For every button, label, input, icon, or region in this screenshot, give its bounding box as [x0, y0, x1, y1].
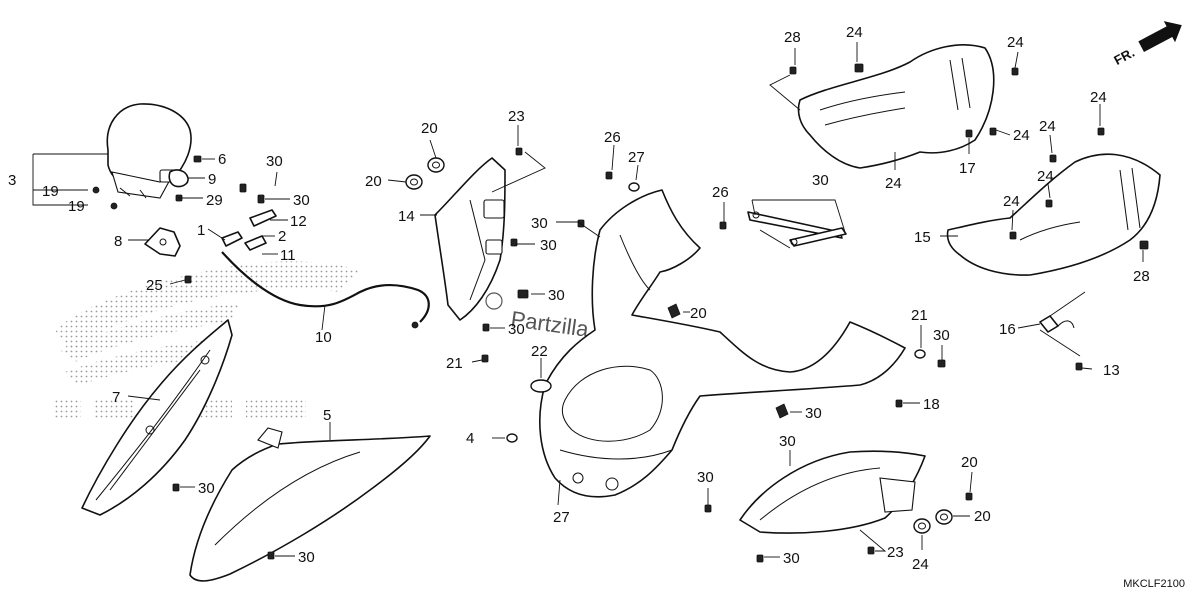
- callout-16: 16: [999, 321, 1016, 338]
- callout-30: 30: [783, 550, 800, 567]
- callout-9: 9: [208, 171, 216, 188]
- grommet-pair-lower-right: [913, 509, 953, 534]
- callout-30: 30: [198, 480, 215, 497]
- callout-28: 24: [846, 24, 863, 41]
- callout-25: 25: [146, 277, 163, 294]
- callout-22: 4: [466, 430, 474, 447]
- callout-29: 29: [206, 192, 223, 209]
- grommet-pair-upper-left: [405, 147, 523, 190]
- diagram-code: MKCLF2100: [1123, 578, 1185, 590]
- right-fasteners-26-21: [914, 349, 946, 368]
- direction-label: FR.: [1111, 45, 1137, 68]
- callout-19: 19: [68, 198, 85, 215]
- callout-26: 27: [628, 149, 645, 166]
- callout-6: 6: [218, 151, 226, 168]
- callout-30: 26: [712, 184, 729, 201]
- callout-20: 20: [421, 120, 438, 137]
- callout-1: 1: [197, 222, 205, 239]
- callout-24: 17: [959, 160, 976, 177]
- callout-30: 30: [548, 287, 565, 304]
- callout-30: 13: [1103, 362, 1120, 379]
- callout-30: 23: [887, 544, 904, 561]
- callout-5: 5: [323, 407, 331, 424]
- callout-24: 24: [1013, 127, 1030, 144]
- callout-18: 30: [812, 172, 829, 189]
- part-bracket-8: [144, 227, 192, 284]
- callout-24: 28: [784, 29, 801, 46]
- copyright-icon: [485, 292, 503, 310]
- callout-labels: 3 19 19 6 9 29 8 25 1 2 11 12 30 30 10 7…: [8, 24, 1150, 573]
- callout-24: 24: [1007, 34, 1024, 51]
- callout-20: 20: [365, 173, 382, 190]
- part-latch-set: [221, 183, 277, 251]
- callout-30: 30: [293, 192, 310, 209]
- callout-23: 23: [508, 108, 525, 125]
- part-right-lower-cover: [704, 450, 973, 563]
- callout-21: 26: [604, 129, 621, 146]
- callout-2: 2: [278, 228, 286, 245]
- part-stay-bar: [719, 211, 847, 247]
- callout-19: 19: [42, 183, 59, 200]
- callout-30: 30: [508, 321, 525, 338]
- part-small-fasteners-top-left: [92, 155, 202, 210]
- callout-30: 30: [697, 469, 714, 486]
- callout-8: 8: [114, 233, 122, 250]
- callout-11: 11: [280, 247, 296, 264]
- callout-27: 20: [690, 305, 707, 322]
- front-direction-indicator: FR.: [1111, 21, 1182, 68]
- callout-20: 20: [974, 508, 991, 525]
- part-lower-inner-fairing: [946, 127, 1161, 276]
- brand-watermark: [55, 261, 360, 420]
- callout-30: 21: [446, 355, 463, 372]
- callout-30: 30: [298, 549, 315, 566]
- part-lower-side-cover: [189, 427, 431, 582]
- callout-12: 12: [290, 213, 307, 230]
- callout-30: 30: [266, 153, 283, 170]
- leader-lines: [32, 42, 1144, 558]
- part-front-inner-cover: [539, 189, 906, 498]
- callout-30: 30: [531, 215, 548, 232]
- callout-20: 22: [531, 343, 548, 360]
- callout-28: 28: [1133, 268, 1150, 285]
- part-left-inner-cover: [434, 157, 506, 321]
- callout-24: 24: [1037, 168, 1054, 185]
- callout-24: 24: [1003, 193, 1020, 210]
- callout-30: 30: [540, 237, 557, 254]
- callout-24: 24: [1039, 118, 1056, 135]
- callout-13: 30: [779, 433, 796, 450]
- callout-7: 7: [112, 389, 120, 406]
- callout-23: 20: [961, 454, 978, 471]
- callout-30: 18: [923, 396, 940, 413]
- callout-17: 24: [885, 175, 902, 192]
- callout-14: 14: [398, 208, 415, 225]
- center-fasteners: [481, 171, 903, 443]
- part-seat-lock-cable: [221, 251, 430, 323]
- callout-10: 10: [315, 329, 332, 346]
- part-inner-side-panel: [81, 319, 233, 516]
- cable-end: [411, 321, 419, 329]
- callout-20: 24: [912, 556, 929, 573]
- callout-15: 15: [914, 229, 931, 246]
- callout-24: 24: [1090, 89, 1107, 106]
- part-upper-inner-fairing: [789, 44, 1019, 169]
- callout-4: 27: [553, 509, 570, 526]
- callout-26: 21: [911, 307, 928, 324]
- callout-3: 3: [8, 172, 16, 189]
- part-clip-16: [1039, 315, 1083, 371]
- front-arrow-icon: [1138, 21, 1182, 52]
- callout-21: 30: [933, 327, 950, 344]
- callout-27: 30: [805, 405, 822, 422]
